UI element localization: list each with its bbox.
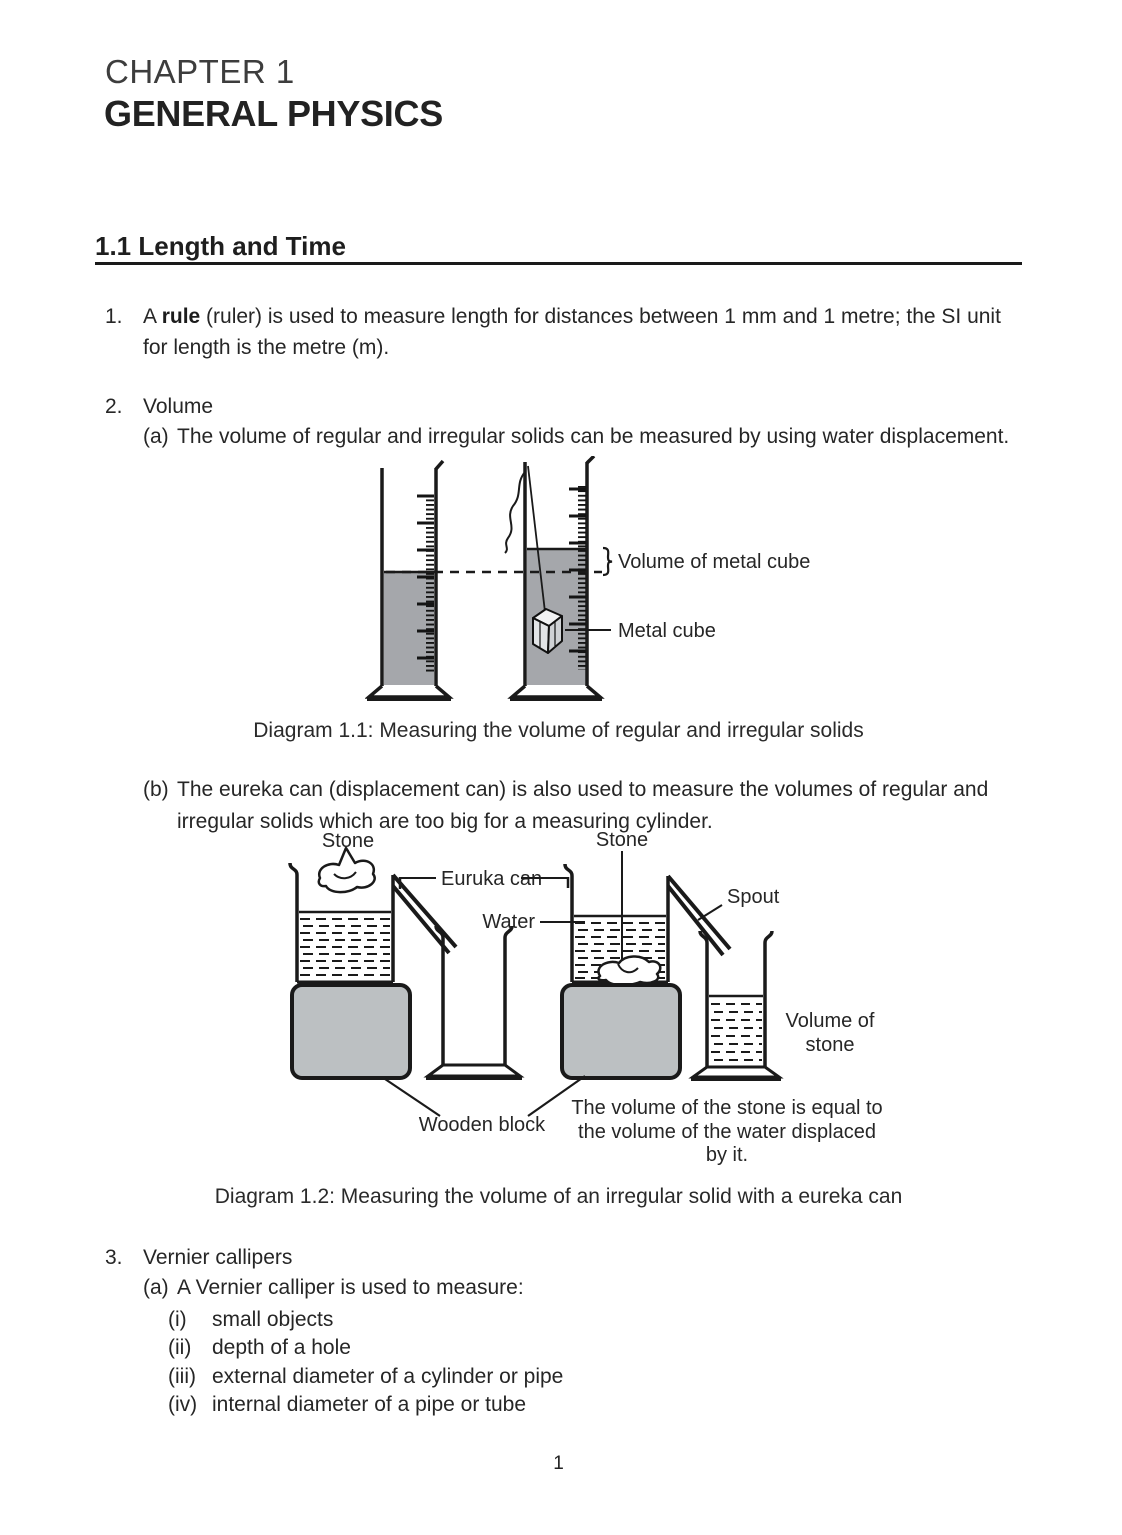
label-stone-right: Stone	[596, 829, 648, 851]
label-metal-cube: Metal cube	[618, 620, 716, 642]
diagram-1-1-caption: Diagram 1.1: Measuring the volume of reg…	[253, 719, 864, 742]
block-leader-line-right	[527, 1075, 586, 1117]
subitem-iv-text: internal diameter of a pipe or tube	[212, 1393, 527, 1416]
spout-left-outer	[391, 873, 458, 949]
item3a-label: (a)	[143, 1276, 169, 1299]
cylinder-foot	[507, 684, 605, 699]
can-lip	[288, 862, 299, 876]
scale-ticks-minor	[578, 486, 586, 670]
label-spout: Spout	[727, 886, 780, 908]
volume-bracket	[602, 546, 613, 577]
thread-loose-end	[504, 471, 526, 554]
subitem-iii-text: external diameter of a cylinder or pipe	[212, 1365, 564, 1388]
pour-lip	[585, 456, 596, 465]
chapter-title: GENERAL PHYSICS	[104, 93, 443, 134]
item2b-line1: The eureka can (displacement can) is als…	[177, 778, 989, 801]
chapter-label: CHAPTER 1	[105, 53, 295, 90]
water-dashes	[300, 918, 390, 976]
subitem-i-text: small objects	[212, 1308, 334, 1331]
spout-right-outer	[666, 874, 732, 951]
can-lip	[563, 863, 574, 877]
item3-title: Vernier callipers	[143, 1246, 293, 1269]
subitem-i-label: (i)	[168, 1308, 187, 1331]
section-heading: 1.1 Length and Time	[95, 231, 346, 261]
note-line3: by it.	[706, 1144, 748, 1166]
water-fill-left	[384, 572, 434, 685]
item2-title: Volume	[143, 395, 214, 418]
empty-cylinder	[423, 925, 525, 1080]
eureka-can-left	[288, 862, 458, 984]
subitem-iv-label: (iv)	[168, 1393, 198, 1416]
water-dashes	[711, 1003, 762, 1061]
scale-ticks-major	[417, 494, 434, 660]
item2a-text: The volume of regular and irregular soli…	[177, 425, 1010, 448]
string	[527, 465, 546, 613]
item2b-label: (b)	[143, 778, 169, 801]
diagram-1-2-caption: Diagram 1.2: Measuring the volume of an …	[214, 1185, 903, 1208]
metal-cube	[532, 608, 563, 654]
label-volume-of-stone-line1: Volume of	[786, 1010, 875, 1032]
item1-line1-post: (ruler) is used to measure length for di…	[200, 305, 1001, 328]
block-leader-line-left	[384, 1078, 441, 1117]
label-volume-of-metal-cube: Volume of metal cube	[618, 551, 810, 573]
item3-number: 3.	[105, 1246, 123, 1269]
subitem-ii-label: (ii)	[168, 1336, 192, 1359]
label-eureka-can: Euruka can	[441, 868, 542, 890]
section-underline	[95, 262, 1022, 265]
stone-submerged	[597, 955, 662, 987]
spout-right-inner	[666, 884, 725, 957]
item3a-text: A Vernier calliper is used to measure:	[177, 1276, 524, 1299]
item1-line1-pre: A	[143, 305, 162, 328]
scale-ticks-major	[569, 487, 586, 653]
label-wooden-block: Wooden block	[419, 1114, 546, 1136]
wooden-block-left	[290, 983, 412, 1080]
item2b-line2: irregular solids which are too big for a…	[177, 810, 713, 833]
stone-left	[317, 846, 376, 894]
item2a-label: (a)	[143, 425, 169, 448]
item1-number: 1.	[105, 305, 123, 328]
spout-leader-line	[697, 904, 723, 921]
pour-lip	[434, 459, 445, 471]
item1-line2: for length is the metre (m).	[143, 336, 390, 359]
scale-ticks-minor	[426, 494, 434, 674]
diagram-1-1: Volume of metal cube Metal cube	[365, 456, 810, 701]
note-line2: the volume of the water displaced	[578, 1121, 876, 1143]
wooden-block-right	[560, 983, 682, 1080]
subitem-ii-text: depth of a hole	[212, 1336, 351, 1359]
diagram-1-2: Stone Euruka can	[288, 829, 883, 1166]
spout-left-inner	[391, 884, 451, 955]
measuring-cylinder-left	[365, 459, 454, 701]
label-water: Water	[482, 911, 535, 933]
label-volume-of-stone-line2: stone	[806, 1034, 855, 1056]
item1-line1: A rule (ruler) is used to measure length…	[143, 306, 1001, 327]
cylinder-foot	[365, 684, 454, 699]
collecting-cylinder	[688, 930, 784, 1081]
item2-number: 2.	[105, 395, 123, 418]
label-stone-left: Stone	[322, 830, 374, 852]
measuring-cylinder-right	[504, 456, 605, 701]
page-number: 1	[553, 1453, 564, 1474]
item1-line1-bold: rule	[161, 305, 201, 328]
subitem-iii-label: (iii)	[168, 1365, 196, 1388]
note-line1: The volume of the stone is equal to	[571, 1097, 882, 1119]
eureka-can-right	[563, 863, 732, 987]
